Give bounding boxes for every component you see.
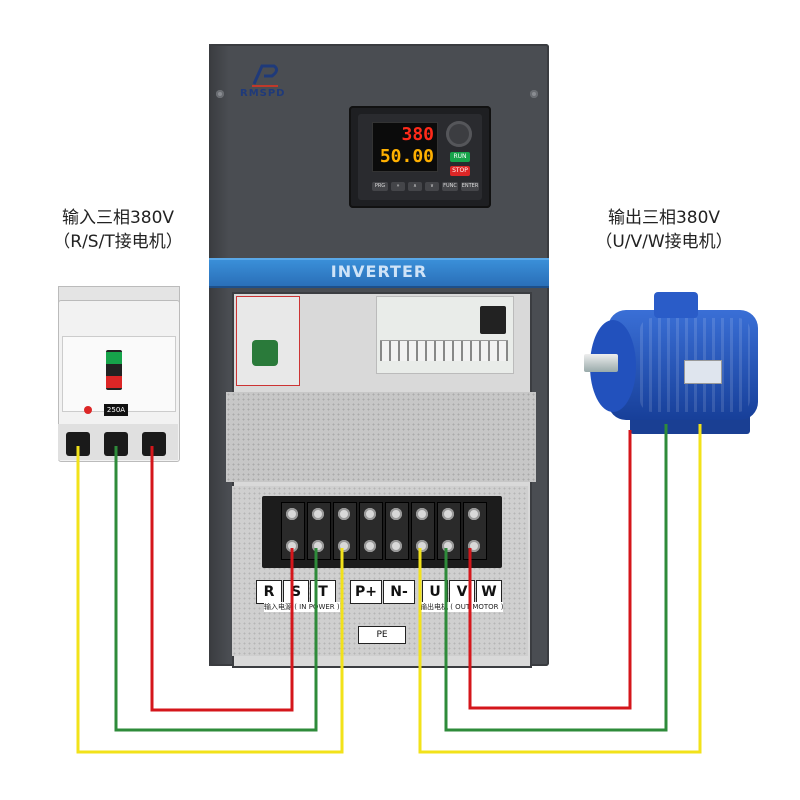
dial-knob-icon[interactable] [446,121,472,147]
terminal-label-p-plus: P+ [350,580,382,604]
brand-logo-icon [252,64,279,87]
cabinet-shade [209,44,229,666]
terminal-screw-icon[interactable] [390,508,402,520]
terminal-screw-icon[interactable] [364,540,376,552]
input-label-line1: 输入三相380V [61,208,175,228]
stop-button[interactable]: STOP [450,166,470,176]
breaker-on-marker [106,352,122,364]
terminal-screw-icon[interactable] [416,508,428,520]
display-voltage: 380 [401,124,434,145]
bolt-icon [216,90,224,98]
terminal-label-w: W [476,580,502,604]
bolt-icon [530,90,538,98]
motor-shaft [584,354,618,372]
wire-green-input [114,446,318,732]
terminal-label-u: U [422,580,448,604]
key-shift[interactable]: » [391,182,405,191]
output-label-line2: （U/V/W接电机） [595,232,733,252]
run-button[interactable]: RUN [450,152,470,162]
terminal-label-t: T [310,580,336,604]
input-power-caption: 输入电源 ( IN POWER ) [264,602,340,612]
key-func[interactable]: FUNC [442,182,458,191]
breaker-rating: 250A [104,404,128,416]
key-enter[interactable]: ENTER [461,182,479,191]
relay-icon [480,306,506,334]
terminal-screw-icon[interactable] [442,508,454,520]
terminal-label-r: R [256,580,282,604]
key-up[interactable]: ∧ [408,182,422,191]
capacitor-icon [252,340,278,366]
wire-red-output [468,430,632,710]
terminal-label-n-minus: N- [383,580,415,604]
terminal-screw-icon[interactable] [338,508,350,520]
motor-terminal-box [654,292,698,318]
terminal-screw-icon[interactable] [286,540,298,552]
terminal-label-row: R S T P+ N- U V W [256,580,506,604]
ground-terminal-label: PE [358,626,406,644]
terminal-screw-icon[interactable] [286,508,298,520]
lcd-display [372,122,438,172]
test-button-icon[interactable] [84,406,92,414]
brand-name: RMSPD [240,88,286,99]
terminal-screw-icon[interactable] [468,508,480,520]
control-terminal-strip [380,340,508,361]
inverter-band-text: INVERTER [330,262,428,281]
inverter-band [209,258,549,288]
output-label-line1: 输出三相380V [607,208,721,228]
heatsink-plate [226,392,536,482]
motor-nameplate [684,360,722,384]
key-down[interactable]: ∨ [425,182,439,191]
key-prg[interactable]: PRG [372,182,388,191]
display-frequency: 50.00 [379,146,434,167]
breaker-off-marker [106,376,122,388]
wire-yellow-output [418,424,702,754]
wire-yellow-input [76,446,344,754]
wire-red-input [150,446,294,712]
terminal-screw-icon[interactable] [312,508,324,520]
input-label-line2: （R/S/T接电机） [53,232,183,252]
breaker-socket-icon [142,432,166,456]
terminal-label-s: S [283,580,309,604]
wire-green-output [444,424,668,732]
terminal-screw-icon[interactable] [390,540,402,552]
output-motor-caption: 输出电机 ( OUT MOTOR ) [420,602,504,612]
output-label: 输出三相380V （U/V/W接电机） [574,206,754,254]
terminal-screw-icon[interactable] [364,508,376,520]
input-label: 输入三相380V （R/S/T接电机） [28,206,208,254]
